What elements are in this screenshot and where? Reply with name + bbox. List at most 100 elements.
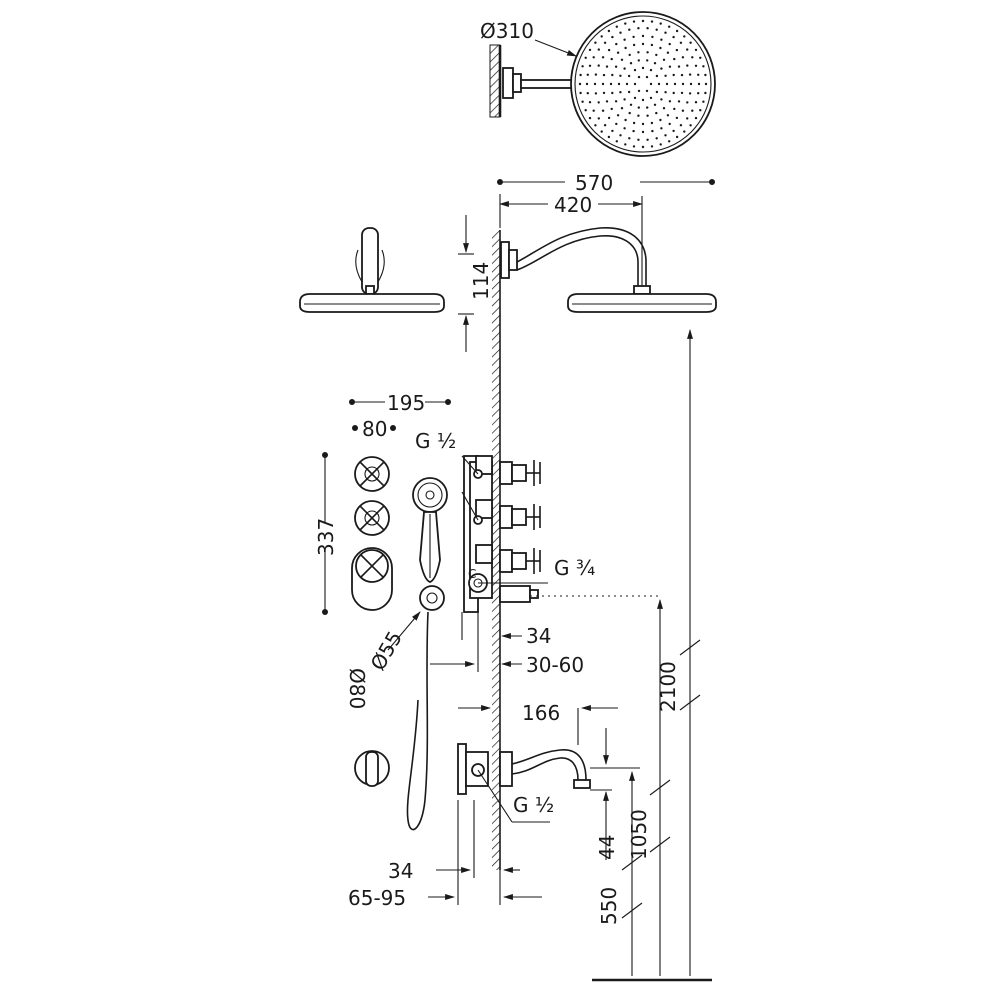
nozzle-dot — [694, 116, 698, 120]
nozzle-dot — [672, 129, 675, 133]
nozzle-dot — [697, 73, 700, 77]
nozzle-dot — [641, 130, 645, 134]
nozzle-dot — [610, 107, 613, 111]
nozzle-dot — [694, 64, 698, 68]
nozzle-dot — [592, 56, 595, 59]
plate-width-label: 195 — [387, 391, 425, 415]
overall-reach-label: 570 — [575, 171, 613, 195]
nozzle-dot — [673, 107, 676, 111]
nozzle-dot — [627, 90, 631, 94]
nozzle-dot — [679, 41, 683, 44]
nozzle-dot — [694, 101, 698, 104]
nozzle-dot — [646, 114, 649, 117]
nozzle-dot — [666, 51, 670, 54]
nozzle-dot — [603, 124, 607, 127]
nozzle-dot — [702, 100, 705, 103]
nozzle-dot — [655, 74, 659, 78]
nozzle-dot — [646, 106, 649, 109]
nozzle-dot — [637, 138, 640, 141]
nozzle-dot — [619, 31, 622, 34]
nozzle-dot — [619, 91, 622, 94]
nozzle-dot — [704, 73, 707, 77]
nozzle-dot — [602, 91, 606, 95]
nozzle-dot — [688, 73, 692, 76]
thermostat-handle[interactable] — [351, 547, 393, 611]
nozzle-dot — [607, 116, 611, 120]
nozzle-dot — [628, 111, 631, 115]
nozzle-dot — [655, 111, 658, 115]
nozzle-dot — [586, 73, 589, 77]
nozzle-dot — [597, 48, 600, 51]
nozzle-dot — [660, 98, 663, 101]
nozzle-dot — [689, 41, 692, 44]
nozzle-dot — [641, 42, 645, 46]
nozzle-dot — [619, 134, 622, 137]
nozzle-dot — [594, 124, 597, 127]
nozzle-dot — [649, 68, 653, 72]
height-spout-label: 1050 — [627, 809, 651, 860]
nozzle-dot — [651, 129, 654, 133]
nozzle-dot — [655, 53, 658, 57]
nozzle-dot — [664, 91, 667, 94]
nozzle-dot — [637, 106, 640, 109]
nozzle-dot — [686, 117, 689, 120]
nozzle-dot — [611, 91, 614, 95]
nozzle-dot — [620, 107, 624, 110]
valve-knob-3[interactable] — [499, 548, 541, 574]
nozzle-dot — [649, 96, 653, 100]
svg-text:C: C — [468, 567, 476, 581]
nozzle-dot — [627, 74, 631, 78]
bottom-depth-range-label: 65-95 — [348, 886, 406, 910]
nozzle-dot — [625, 82, 629, 86]
nozzle-dot — [662, 107, 666, 110]
nozzle-dot — [632, 129, 635, 133]
nozzle-dot — [641, 66, 645, 70]
outlet-thread-label: G ¾ — [554, 556, 595, 580]
nozzle-dot — [593, 82, 597, 86]
nozzle-dot — [609, 82, 613, 86]
nozzle-dot — [610, 57, 613, 61]
shower-head-top-view: Ø310 — [480, 11, 716, 157]
nozzle-dot — [680, 73, 684, 77]
nozzle-dot — [581, 65, 584, 68]
valve-knob-2[interactable] — [499, 504, 541, 530]
nozzle-dot — [614, 100, 618, 103]
nozzle-dot — [683, 130, 686, 133]
nozzle-dot — [655, 137, 658, 140]
nozzle-dot — [623, 127, 626, 130]
valve-knob-1[interactable] — [499, 460, 541, 486]
nozzle-dot — [668, 65, 672, 68]
nozzle-dot — [628, 137, 631, 140]
bath-spout-side: 166 G ½ 44 — [457, 701, 640, 860]
nozzle-dot — [686, 48, 689, 51]
nozzle-dot — [664, 74, 667, 78]
nozzle-dot — [664, 31, 667, 34]
nozzle-dot — [607, 48, 611, 52]
arm-reach-label: 420 — [554, 193, 592, 217]
nozzle-dot — [681, 109, 685, 112]
bottom-depth-label: 34 — [388, 859, 413, 883]
nozzle-dot — [697, 92, 700, 95]
nozzle-dot — [614, 65, 618, 68]
nozzle-dot — [602, 73, 606, 77]
nozzle-dot — [579, 73, 582, 77]
wall-section — [492, 230, 501, 870]
nozzle-dot — [686, 101, 689, 104]
cross-handle-2[interactable] — [354, 500, 390, 536]
nozzle-dot — [655, 90, 659, 94]
nozzle-dot — [620, 58, 624, 61]
valve-depth-dimensions: 34 30-60 — [430, 612, 584, 677]
head-diameter-label: Ø310 — [480, 19, 534, 43]
nozzle-dot — [662, 58, 666, 61]
handshower-diameter-label: Ø55 — [366, 627, 407, 675]
handle-width-label: 80 — [362, 417, 387, 441]
nozzle-dot — [646, 138, 649, 141]
nozzle-dot — [603, 41, 607, 44]
shower-head-front-view — [299, 227, 445, 313]
nozzle-dot — [611, 129, 614, 133]
cross-handle-1[interactable] — [354, 456, 390, 492]
nozzle-dot — [660, 127, 663, 130]
nozzle-dot — [699, 109, 702, 112]
nozzle-dot — [680, 91, 684, 95]
